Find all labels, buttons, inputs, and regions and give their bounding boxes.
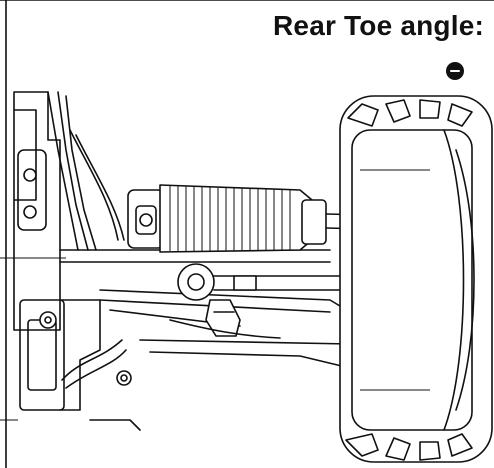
lower-arm — [139, 319, 361, 369]
toe-link — [177, 263, 351, 337]
chassis-block — [13, 91, 141, 431]
rear-tire — [339, 95, 493, 463]
minus-circle-icon — [446, 62, 464, 80]
page-title: Rear Toe angle: — [273, 10, 484, 41]
